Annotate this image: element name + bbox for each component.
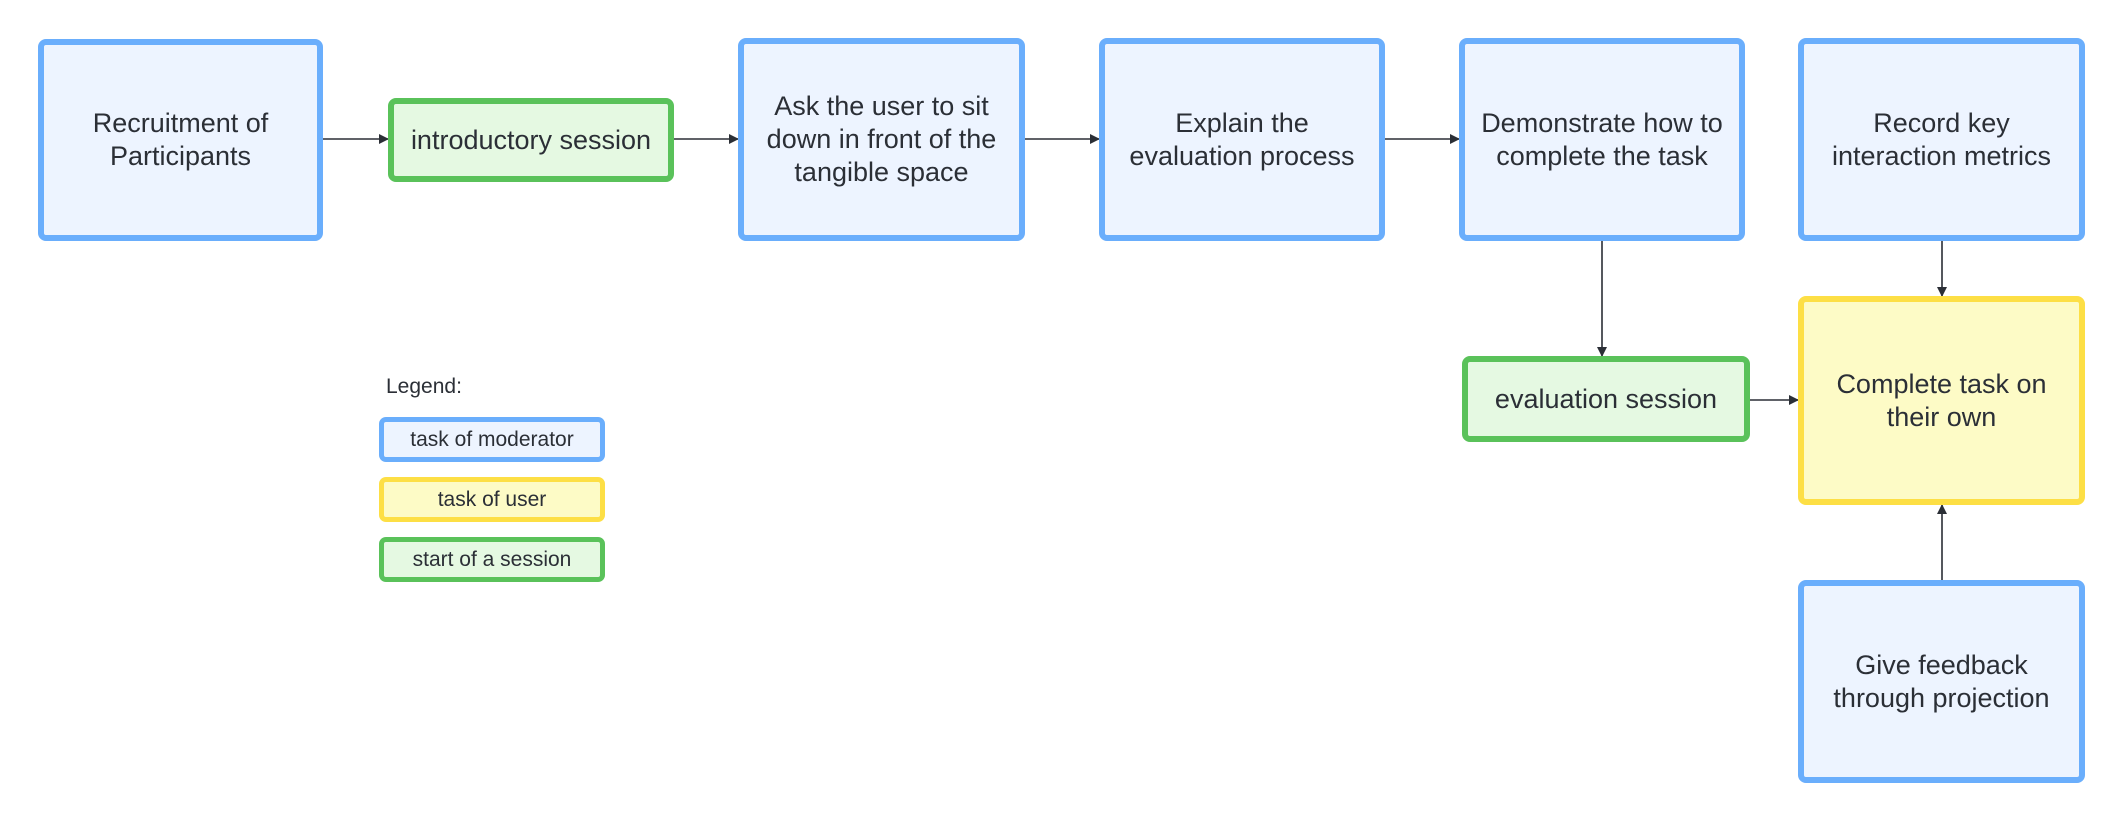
node-label: Recruitment of Participants — [92, 108, 269, 171]
node-record-interaction-metrics[interactable]: Record key interaction metrics — [1798, 38, 2085, 241]
node-label: Give feedback through projection — [1833, 649, 2050, 713]
node-label: Explain the evaluation process — [1129, 107, 1355, 171]
node-complete-task-on-own[interactable]: Complete task on their own — [1798, 296, 2085, 505]
node-label: Complete task on their own — [1836, 368, 2047, 432]
node-label: Ask the user to sit down in front of the… — [766, 91, 997, 187]
legend-label: task of moderator — [410, 427, 574, 451]
legend-label: start of a session — [412, 547, 572, 571]
node-introductory-session[interactable]: introductory session — [388, 98, 674, 182]
legend-item-user: task of user — [379, 477, 605, 522]
node-recruitment-of-participants[interactable]: Recruitment of Participants — [38, 39, 323, 241]
node-evaluation-session[interactable]: evaluation session — [1462, 356, 1750, 442]
legend-title: Legend: — [386, 375, 462, 398]
legend-item-moderator: task of moderator — [379, 417, 605, 462]
node-ask-user-to-sit-down[interactable]: Ask the user to sit down in front of the… — [738, 38, 1025, 241]
node-label: Record key interaction metrics — [1831, 107, 2052, 171]
node-label: introductory session — [410, 124, 652, 155]
node-label: evaluation session — [1494, 383, 1718, 414]
node-give-feedback-projection[interactable]: Give feedback through projection — [1798, 580, 2085, 783]
legend-label: task of user — [437, 487, 547, 511]
legend-item-session: start of a session — [379, 537, 605, 582]
node-label: Demonstrate how to complete the task — [1481, 107, 1723, 171]
node-demonstrate-task[interactable]: Demonstrate how to complete the task — [1459, 38, 1745, 241]
node-explain-evaluation-process[interactable]: Explain the evaluation process — [1099, 38, 1385, 241]
